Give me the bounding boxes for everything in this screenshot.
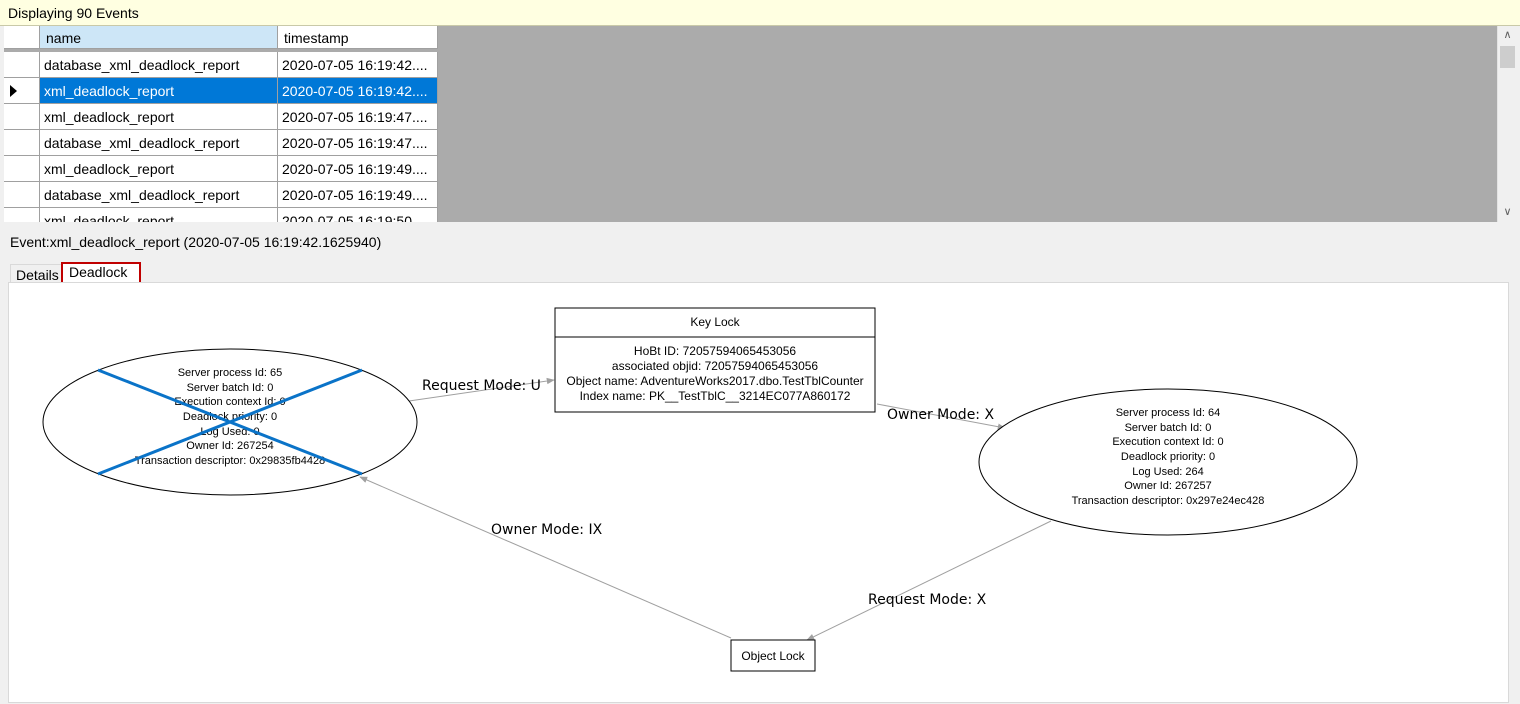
event-count-text: Displaying 90 Events: [8, 5, 139, 21]
table-row[interactable]: xml_deadlock_report 2020-07-05 16:19:49.…: [4, 156, 439, 182]
cell-name[interactable]: xml_deadlock_report: [40, 78, 278, 104]
grid-header: name timestamp: [4, 26, 439, 52]
object-lock-node[interactable]: Object Lock: [730, 639, 816, 672]
row-selector[interactable]: [4, 156, 40, 182]
key-lock-node[interactable]: Key Lock HoBt ID: 72057594065453056 asso…: [554, 307, 876, 413]
scroll-down-chevron-icon[interactable]: ∨: [1503, 206, 1512, 218]
victim-process-line: Server process Id: 65: [178, 367, 283, 379]
edge-key-to-other: [876, 403, 1006, 430]
cell-timestamp[interactable]: 2020-07-05 16:19:49....: [278, 182, 438, 208]
current-row-arrow-icon: [10, 85, 17, 97]
row-selector[interactable]: [4, 52, 40, 78]
other-process-line: Execution context Id: 0: [1112, 436, 1223, 448]
cell-name[interactable]: database_xml_deadlock_report: [40, 182, 278, 208]
cell-timestamp[interactable]: 2020-07-05 16:19:49....: [278, 156, 438, 182]
row-selector[interactable]: [4, 182, 40, 208]
other-process-line: Server process Id: 64: [1116, 407, 1221, 419]
edge-victim-to-key: [408, 377, 555, 402]
cell-timestamp[interactable]: 2020-07-05 16:19:42....: [278, 78, 438, 104]
cell-name[interactable]: xml_deadlock_report: [40, 208, 278, 222]
status-bar: Displaying 90 Events: [0, 0, 1520, 26]
victim-process-line: Log Used: 0: [200, 426, 259, 438]
cell-timestamp[interactable]: 2020-07-05 16:19:47....: [278, 104, 438, 130]
cell-timestamp[interactable]: 2020-07-05 16:19:50....: [278, 208, 438, 222]
victim-process-line: Owner Id: 267254: [186, 440, 273, 452]
victim-process-line: Execution context Id: 0: [174, 396, 285, 408]
deadlock-graph-svg: Request Mode: U Owner Mode: X Request Mo…: [42, 307, 1358, 672]
row-selector[interactable]: [4, 130, 40, 156]
edge-object-to-victim: [359, 476, 732, 639]
cell-timestamp[interactable]: 2020-07-05 16:19:42....: [278, 52, 438, 78]
edge-label-request-x: Request Mode: X: [868, 592, 987, 608]
scroll-up-chevron-icon[interactable]: ∧: [1503, 29, 1512, 41]
other-process-node[interactable]: Server process Id: 64 Server batch Id: 0…: [978, 388, 1358, 536]
edge-label-owner-ix: Owner Mode: IX: [491, 522, 603, 538]
cell-name[interactable]: xml_deadlock_report: [40, 104, 278, 130]
key-lock-line: associated objid: 72057594065453056: [612, 359, 819, 373]
edge-label-request-u: Request Mode: U: [422, 378, 541, 394]
key-lock-title: Key Lock: [690, 315, 740, 329]
victim-process-line: Server batch Id: 0: [187, 382, 274, 394]
key-lock-line: Object name: AdventureWorks2017.dbo.Test…: [566, 374, 863, 388]
row-selector[interactable]: [4, 78, 40, 104]
tab-details[interactable]: Details: [10, 264, 65, 283]
object-lock-title: Object Lock: [741, 649, 805, 663]
other-process-line: Transaction descriptor: 0x297e24ec428: [1072, 495, 1265, 507]
row-header-corner: [4, 26, 40, 49]
victim-cross-icon: [97, 368, 363, 476]
scrollbar-thumb[interactable]: [1500, 46, 1515, 68]
cell-name[interactable]: database_xml_deadlock_report: [40, 130, 278, 156]
key-lock-line: HoBt ID: 72057594065453056: [634, 344, 796, 358]
edge-other-to-object: [806, 520, 1052, 641]
other-process-line: Owner Id: 267257: [1124, 480, 1211, 492]
victim-process-line: Transaction descriptor: 0x29835fb4428: [135, 455, 325, 467]
table-row[interactable]: xml_deadlock_report 2020-07-05 16:19:50.…: [4, 208, 439, 222]
other-process-line: Deadlock priority: 0: [1121, 451, 1215, 463]
table-row[interactable]: xml_deadlock_report 2020-07-05 16:19:47.…: [4, 104, 439, 130]
key-lock-line: Index name: PK__TestTblC__3214EC077A8601…: [580, 389, 851, 403]
cell-name[interactable]: xml_deadlock_report: [40, 156, 278, 182]
column-header-timestamp[interactable]: timestamp: [278, 26, 438, 49]
row-selector[interactable]: [4, 208, 40, 222]
events-grid-area: name timestamp database_xml_deadlock_rep…: [4, 26, 1516, 222]
table-row[interactable]: database_xml_deadlock_report 2020-07-05 …: [4, 52, 439, 78]
cell-name[interactable]: database_xml_deadlock_report: [40, 52, 278, 78]
column-header-name[interactable]: name: [40, 26, 278, 49]
event-title: Event:xml_deadlock_report (2020-07-05 16…: [10, 234, 382, 250]
other-process-line: Log Used: 264: [1132, 466, 1204, 478]
table-row-selected[interactable]: xml_deadlock_report 2020-07-05 16:19:42.…: [4, 78, 439, 104]
other-process-line: Server batch Id: 0: [1125, 422, 1212, 434]
tab-deadlock[interactable]: Deadlock: [61, 262, 141, 284]
grid-vertical-scrollbar[interactable]: ∧ ∨: [1497, 26, 1516, 222]
edge-label-owner-x: Owner Mode: X: [887, 407, 994, 423]
events-grid: name timestamp database_xml_deadlock_rep…: [4, 26, 439, 222]
deadlock-graph: Request Mode: U Owner Mode: X Request Mo…: [8, 282, 1509, 703]
table-row[interactable]: database_xml_deadlock_report 2020-07-05 …: [4, 182, 439, 208]
victim-process-node[interactable]: Server process Id: 65 Server batch Id: 0…: [42, 348, 418, 496]
cell-timestamp[interactable]: 2020-07-05 16:19:47....: [278, 130, 438, 156]
row-selector[interactable]: [4, 104, 40, 130]
table-row[interactable]: database_xml_deadlock_report 2020-07-05 …: [4, 130, 439, 156]
